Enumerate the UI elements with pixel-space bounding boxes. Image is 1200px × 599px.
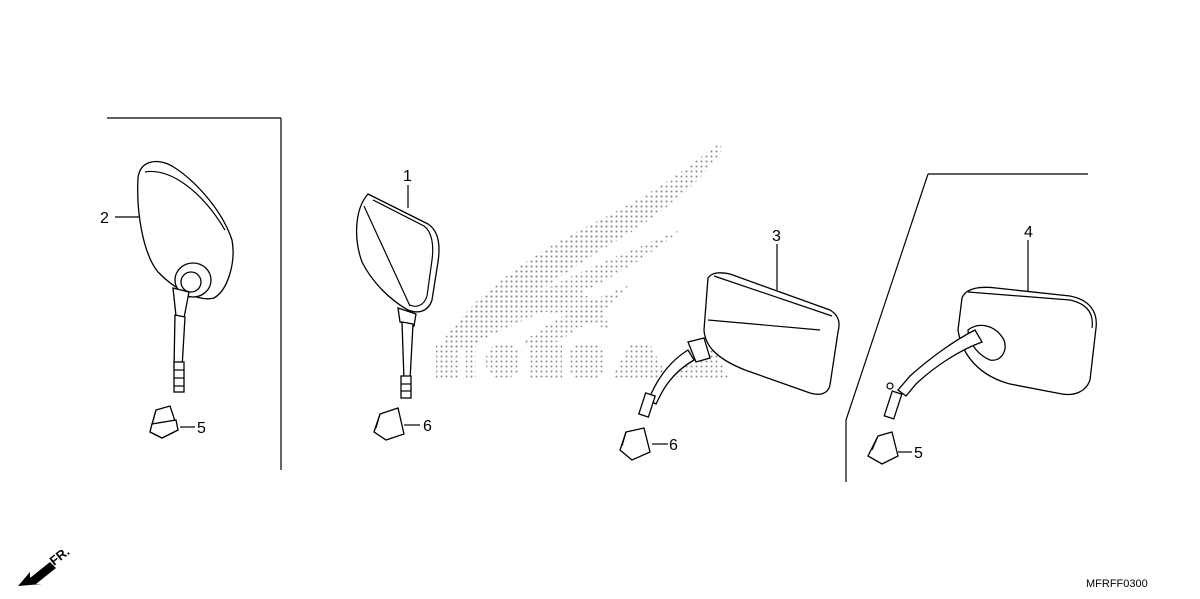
cap-part-5-left: [149, 405, 179, 439]
mirror-part-2: [137, 160, 234, 393]
cap-part-5-right: [867, 431, 899, 465]
honda-wing-watermark: [440, 140, 722, 350]
callout-6-left: 6: [423, 418, 432, 435]
callout-3: 3: [772, 228, 781, 245]
right-frame: [845, 173, 1088, 482]
callout-1: 1: [403, 168, 412, 185]
mirror-part-1: [355, 193, 440, 399]
diagram-code: MFRFF0300: [1086, 578, 1148, 590]
cap-part-6-right: [619, 427, 651, 461]
front-direction-arrow: FR.: [18, 544, 72, 586]
cap-part-6-left: [373, 407, 405, 441]
callout-5-right: 5: [914, 445, 923, 462]
honda-text-watermark: [436, 344, 728, 378]
leader-lines: [115, 185, 1029, 453]
callout-2: 2: [100, 210, 109, 227]
callout-4: 4: [1024, 224, 1033, 241]
mirror-part-4: [883, 286, 1097, 420]
callout-6-right: 6: [669, 437, 678, 454]
callout-5-left: 5: [197, 420, 206, 437]
mirror-part-3: [638, 272, 840, 418]
left-frame: [107, 117, 282, 470]
